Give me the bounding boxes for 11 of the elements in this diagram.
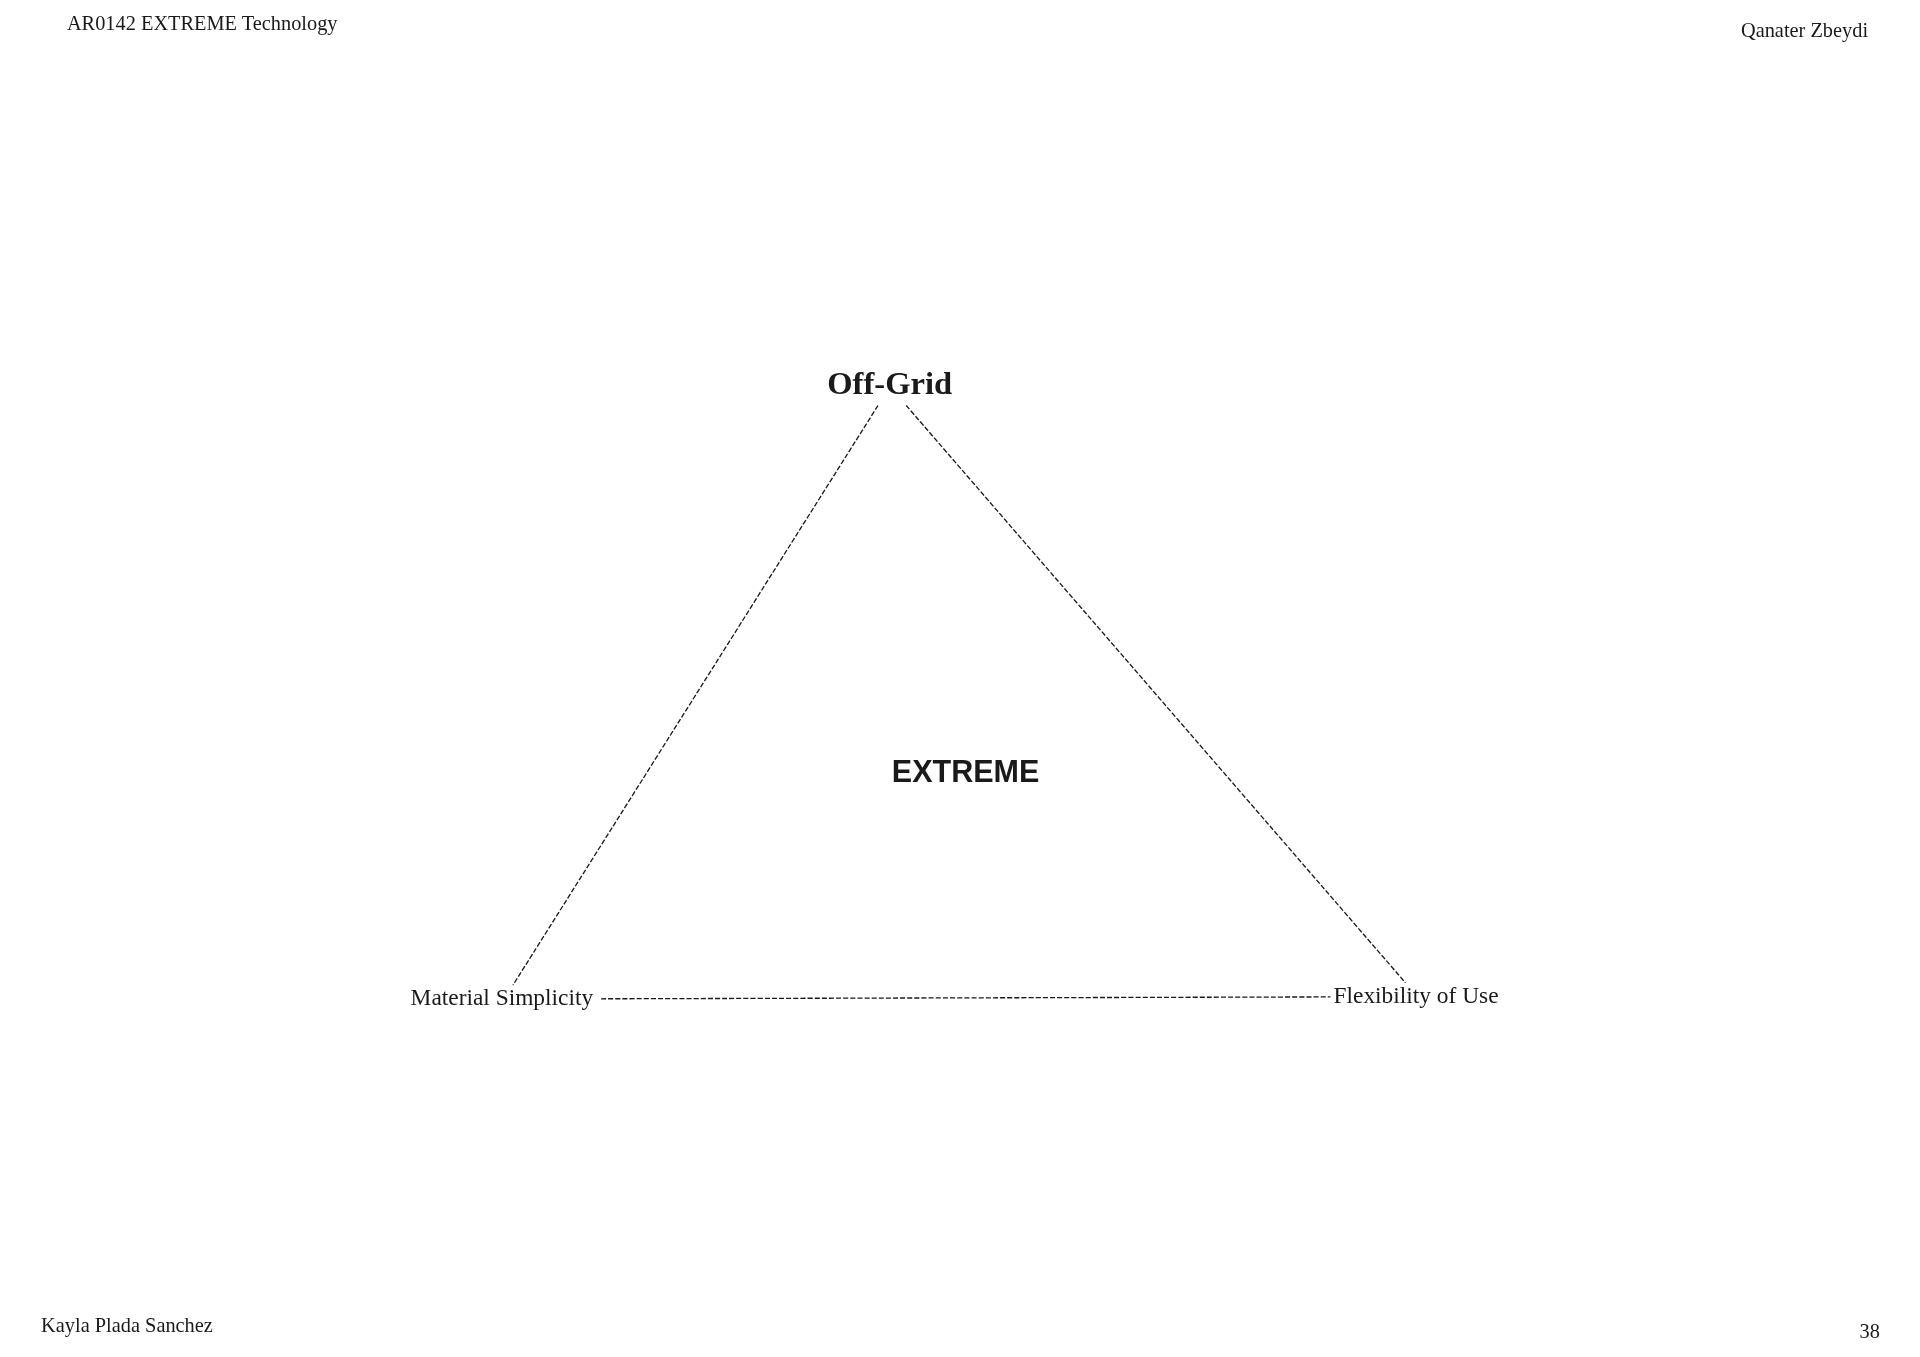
- node-text: Flexibility of Use: [1333, 981, 1499, 1008]
- label: Kayla Plada Sanchez: [40, 1314, 213, 1337]
- label: EXTREME: [891, 754, 1039, 789]
- connector: [511, 404, 879, 986]
- connector: [905, 404, 1406, 984]
- label: Qanater Zbeydi: [1740, 18, 1868, 41]
- node-text: Material Simplicity: [410, 984, 593, 1011]
- node-text: Off-Grid: [826, 364, 952, 401]
- label: 38: [1859, 1319, 1880, 1342]
- connector: [599, 996, 1331, 1000]
- label: AR0142 EXTREME Technology: [66, 11, 337, 34]
